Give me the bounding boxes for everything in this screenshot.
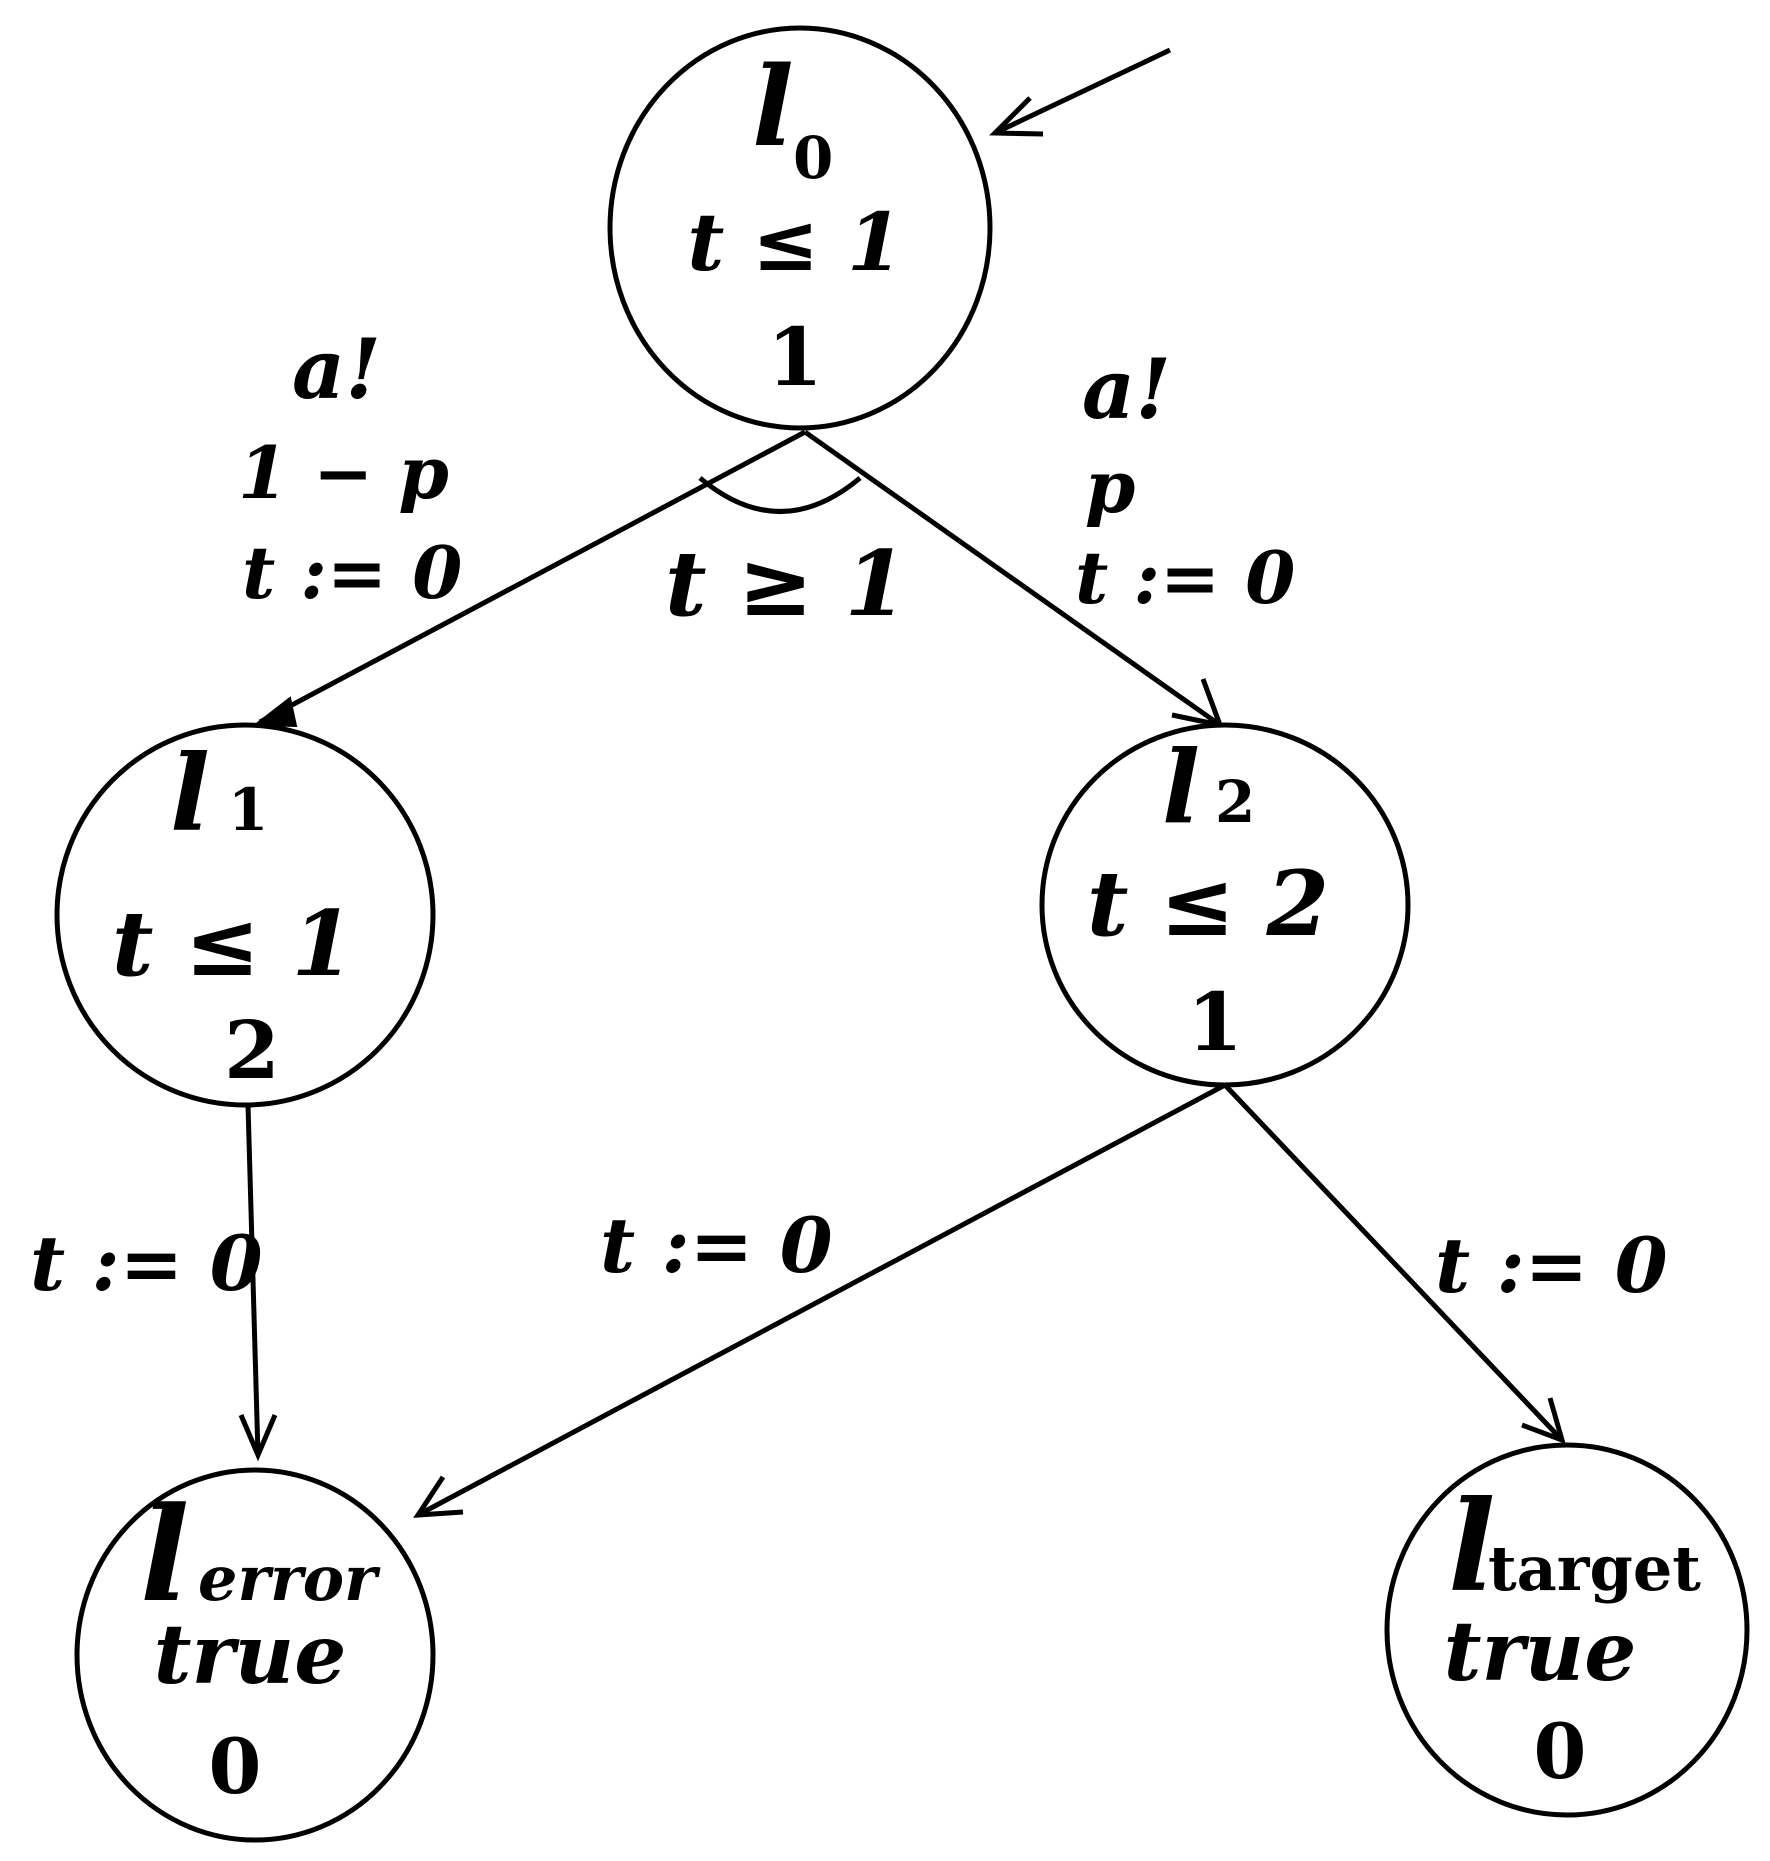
node-ltarget-invariant: true	[1444, 1604, 1637, 1700]
node-l0: l 0 t ≤ 1 1	[607, 25, 993, 431]
node-l1-sub: 1	[228, 776, 268, 844]
edge-l2-lerror	[413, 1082, 1227, 1518]
node-l2-invariant: t ≤ 2	[1087, 851, 1329, 957]
node-l2: l 2 t ≤ 2 1	[1039, 722, 1411, 1088]
guard-arc	[698, 476, 862, 514]
node-ltarget-name: l	[1448, 1474, 1496, 1620]
node-ltarget: l target true 0	[1384, 1442, 1750, 1818]
node-l1-invariant: t ≤ 1	[112, 891, 354, 997]
node-l0-name: l	[752, 42, 794, 171]
edge-l2-ltarget-reset: t := 0	[1435, 1221, 1668, 1310]
edge-l0-l1-reset: t := 0	[242, 530, 462, 615]
edge-l2-ltarget	[1223, 1083, 1566, 1445]
node-l0-cost: 1	[767, 310, 823, 404]
node-l2-name: l	[1162, 728, 1200, 846]
node-ltarget-cost: 0	[1534, 1707, 1587, 1796]
node-l0-sub: 0	[793, 124, 833, 192]
node-lerror-invariant: true	[154, 1607, 347, 1703]
node-lerror-sub: error	[198, 1542, 381, 1615]
edge-l1-lerror	[238, 1104, 278, 1462]
svg-text:l: l	[752, 42, 794, 171]
node-lerror: l error true 0	[74, 1467, 436, 1843]
edge-l0-l2-prob: p	[1085, 444, 1135, 529]
node-l1-cost: 2	[224, 1003, 280, 1097]
node-lerror-cost: 0	[209, 1722, 262, 1811]
node-l2-cost: 1	[1187, 975, 1243, 1069]
edge-l0-l2-reset: t := 0	[1075, 535, 1295, 620]
node-ltarget-sub: target	[1488, 1532, 1701, 1605]
edge-l0-l2-action: a!	[1082, 342, 1171, 438]
node-l0-invariant: t ≤ 1	[687, 195, 902, 289]
edge-l1-lerror-reset: t := 0	[30, 1219, 263, 1308]
node-l1-name: l	[170, 731, 210, 855]
node-lerror-name: l	[140, 1478, 189, 1631]
initial-arrow	[989, 47, 1172, 137]
node-l1: l 1 t ≤ 1 2	[54, 722, 436, 1108]
edge-l0-l1-prob: 1 − p	[238, 430, 449, 515]
node-l2-sub: 2	[1215, 768, 1255, 836]
guard-label: t ≥ 1	[665, 531, 907, 637]
edge-l0-l1-action: a!	[292, 322, 381, 418]
edge-l2-lerror-reset: t := 0	[600, 1201, 833, 1290]
